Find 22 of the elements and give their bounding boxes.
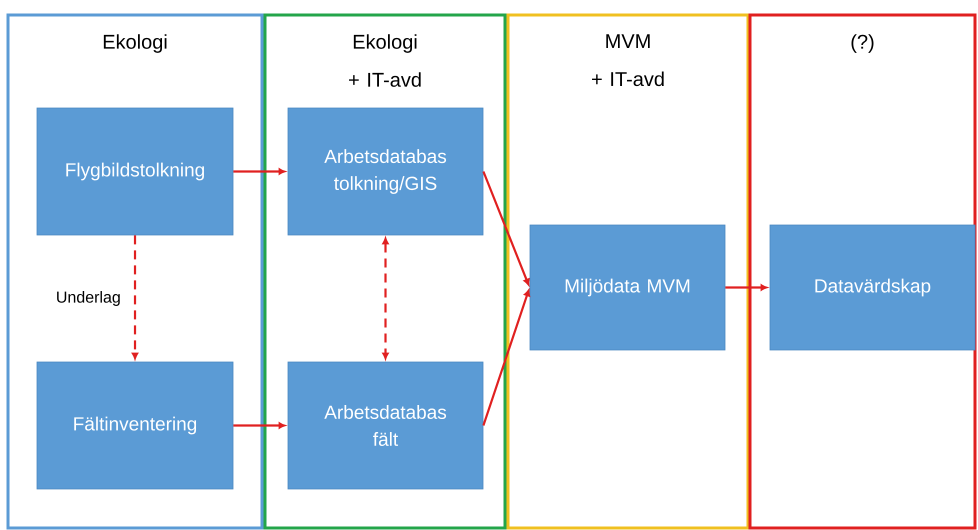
lane-heading: (?)	[852, 34, 874, 53]
lane	[264, 14, 506, 530]
arrow	[233, 168, 286, 175]
process-box: Miljödata MVM	[530, 224, 726, 350]
arrow	[725, 284, 768, 291]
lane-heading: MVM + IT-avd	[592, 34, 664, 86]
lane	[6, 14, 264, 530]
lane	[506, 14, 750, 530]
lane	[748, 14, 976, 530]
arrow	[132, 235, 138, 360]
arrow	[482, 171, 530, 286]
process-box: Fältinventering	[36, 362, 234, 490]
process-box: Arbetsdatabas fält	[288, 362, 484, 490]
process-box: Arbetsdatabas tolkning/GIS	[288, 108, 484, 236]
arrow	[233, 422, 286, 429]
process-box: Datavärdskap	[770, 224, 976, 350]
arrow	[382, 238, 389, 360]
lane-heading: Ekologi + IT-avd	[349, 34, 421, 87]
arrow	[482, 290, 530, 426]
edge-label: Underlag	[57, 291, 120, 306]
lane-heading: Ekologi	[104, 34, 166, 53]
process-box: Flygbildstolkning	[36, 108, 234, 236]
